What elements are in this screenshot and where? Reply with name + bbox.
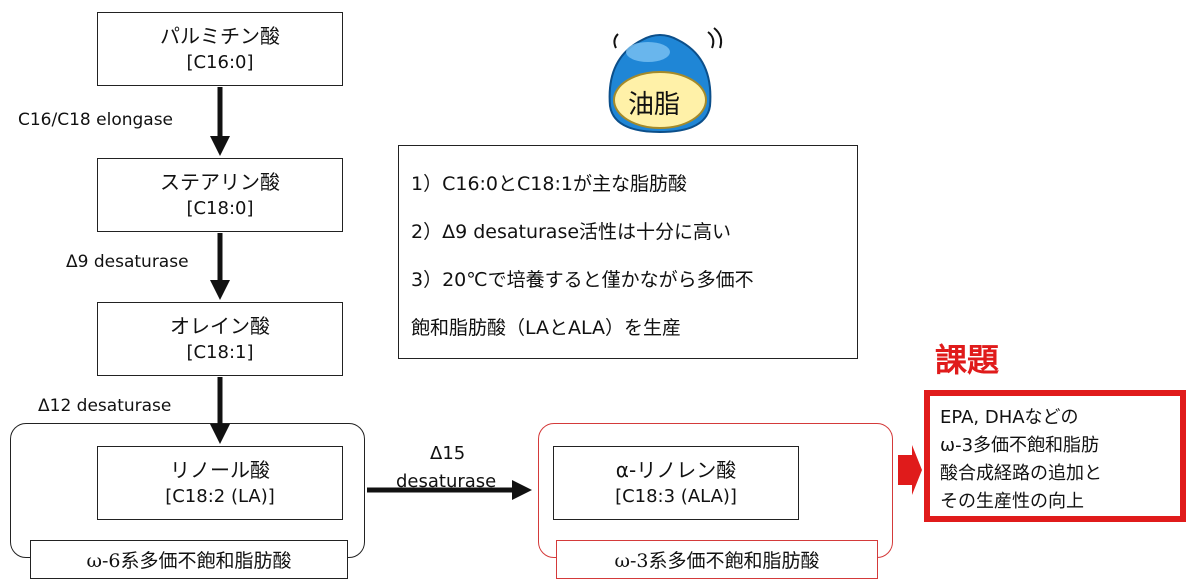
issue-line-4: その生産性の向上 xyxy=(940,491,1084,512)
palmitic-acid-box: パルミチン酸 [C16:0] xyxy=(97,12,343,86)
feature-line-4: 飽和脂肪酸（LAとALA）を生産 xyxy=(411,317,682,339)
stearic-acid-box: ステアリン酸 [C18:0] xyxy=(97,158,343,232)
issue-line-3: 酸合成経路の追加と xyxy=(940,463,1102,484)
linoleic-acid-name: リノール酸 xyxy=(170,458,270,482)
linoleic-acid-formula: [C18:2 (LA)] xyxy=(165,486,275,507)
arrow-to-issue-icon xyxy=(898,445,922,495)
features-box: 1）C16:0とC18:1が主な脂肪酸 2）Δ9 desaturase活性は十分… xyxy=(398,145,858,359)
alpha-linolenic-acid-formula: [C18:3 (ALA)] xyxy=(615,486,737,507)
oil-drop-icon xyxy=(608,27,723,134)
delta15-desaturase-label-line2: desaturase xyxy=(396,471,497,492)
oleic-acid-name: オレイン酸 xyxy=(170,314,270,338)
palmitic-acid-name: パルミチン酸 xyxy=(160,24,280,48)
feature-line-2: 2）Δ9 desaturase活性は十分に高い xyxy=(411,221,732,243)
issue-box: EPA, DHAなどの ω-3多価不飽和脂肪 酸合成経路の追加と その生産性の向… xyxy=(924,390,1186,522)
elongase-label: C16/C18 elongase xyxy=(18,110,174,130)
linoleic-acid-box: リノール酸 [C18:2 (LA)] xyxy=(97,446,343,520)
stearic-acid-name: ステアリン酸 xyxy=(160,170,280,194)
issue-line-1: EPA, DHAなどの xyxy=(940,407,1079,428)
feature-line-3: 3）20℃で培養すると僅かながら多価不 xyxy=(411,269,754,291)
issue-line-2: ω-3多価不飽和脂肪 xyxy=(940,435,1100,456)
alpha-linolenic-acid-box: α-リノレン酸 [C18:3 (ALA)] xyxy=(553,446,799,520)
oleic-acid-box: オレイン酸 [C18:1] xyxy=(97,302,343,376)
stearic-acid-formula: [C18:0] xyxy=(186,198,254,219)
oleic-acid-formula: [C18:1] xyxy=(186,342,254,363)
alpha-linolenic-acid-name: α-リノレン酸 xyxy=(615,458,737,482)
issue-title: 課題 xyxy=(935,341,1000,379)
delta9-desaturase-label: Δ9 desaturase xyxy=(66,252,189,272)
palmitic-acid-formula: [C16:0] xyxy=(186,52,254,73)
oil-icon-label: 油脂 xyxy=(628,90,681,120)
feature-line-1: 1）C16:0とC18:1が主な脂肪酸 xyxy=(411,173,687,195)
delta12-desaturase-label: Δ12 desaturase xyxy=(38,396,172,416)
delta15-desaturase-label-line1: Δ15 xyxy=(430,443,466,464)
